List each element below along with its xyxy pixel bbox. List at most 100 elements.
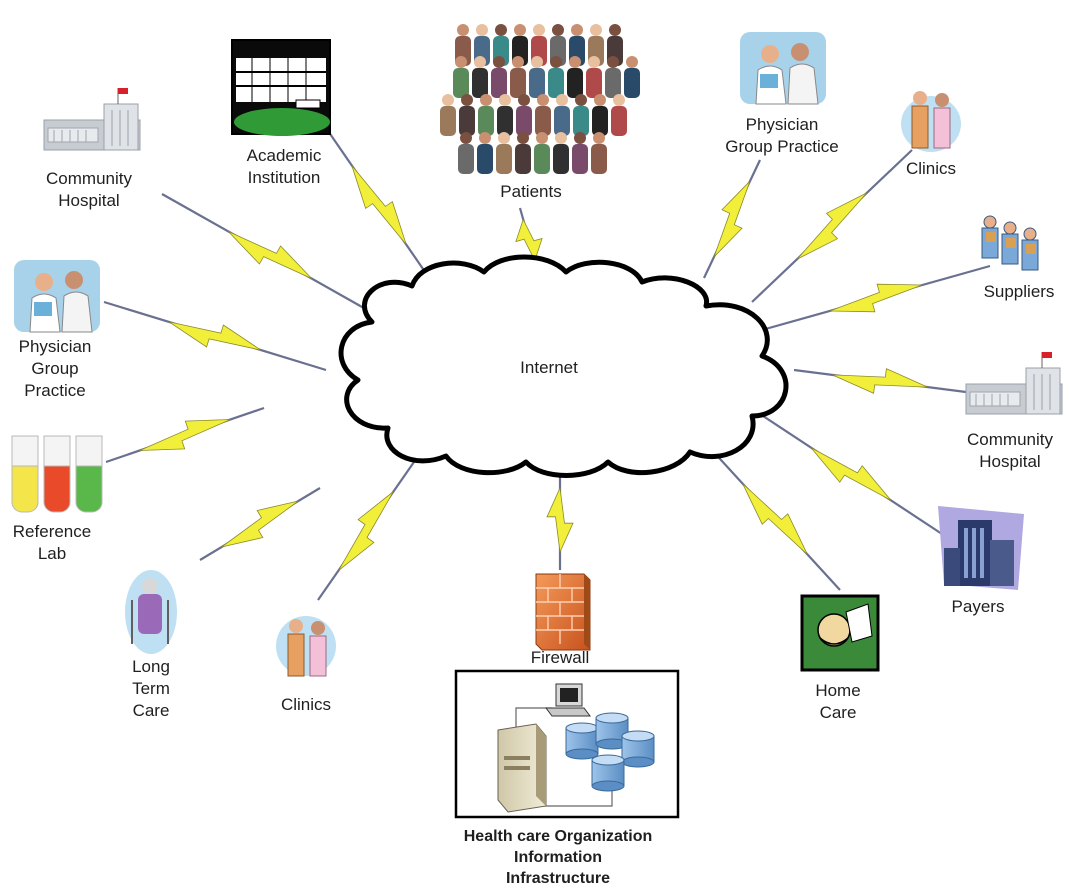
- bolt-community-hospital-right: [832, 368, 928, 394]
- home-care-label: Home Care: [815, 681, 861, 722]
- patient-head: [460, 132, 472, 144]
- patient-head: [495, 24, 507, 36]
- patient-head: [480, 94, 492, 106]
- computer-icon: [545, 683, 591, 717]
- bolt-community-hospital-left: [227, 231, 313, 279]
- patient-body: [477, 144, 493, 174]
- long-term-care-label: Long Term Care: [132, 657, 170, 720]
- patient-body: [529, 68, 545, 98]
- patient-head: [626, 56, 638, 68]
- suppliers-label: Suppliers: [983, 282, 1055, 301]
- patient-head: [555, 132, 567, 144]
- patient-body: [605, 68, 621, 98]
- patient-head: [613, 94, 625, 106]
- patient-body: [548, 68, 564, 98]
- patient-body: [534, 144, 550, 174]
- hco-label: Health care Organization Information Inf…: [463, 828, 653, 887]
- academic-institution-icon: [231, 39, 331, 136]
- physician-group-left-icon: [14, 260, 100, 333]
- bolt-payers: [810, 447, 892, 501]
- bolt-physician-group-right: [713, 180, 751, 258]
- patient-head: [550, 56, 562, 68]
- patient-head: [455, 56, 467, 68]
- physician-group-left-label: Physician Group Practice: [18, 337, 92, 400]
- patient-body: [586, 68, 602, 98]
- patient-head: [556, 94, 568, 106]
- clinics-bottom-icon: [276, 616, 336, 677]
- physician-group-right-label: Physician Group Practice: [725, 115, 839, 156]
- patient-head: [499, 94, 511, 106]
- patient-head: [609, 24, 621, 36]
- patient-head: [442, 94, 454, 106]
- patient-head: [552, 24, 564, 36]
- patient-body: [554, 106, 570, 136]
- firewall-label: Firewall: [530, 648, 590, 667]
- bolt-suppliers: [829, 283, 923, 313]
- bolt-academic-institution: [351, 165, 407, 245]
- patient-body: [572, 144, 588, 174]
- patient-head: [590, 24, 602, 36]
- bolt-reference-lab: [139, 419, 231, 451]
- patient-head: [493, 56, 505, 68]
- patient-body: [496, 144, 512, 174]
- bolt-clinics-bottom: [338, 491, 394, 571]
- suppliers-icon: [981, 215, 1039, 271]
- patient-head: [593, 132, 605, 144]
- reference-lab-label: Reference Lab: [12, 522, 92, 563]
- patient-head: [518, 94, 530, 106]
- patient-body: [497, 106, 513, 136]
- patient-head: [514, 24, 526, 36]
- patients-label: Patients: [500, 182, 562, 201]
- patient-head: [476, 24, 488, 36]
- clinics-top-right-label: Clinics: [905, 159, 957, 178]
- bolt-long-term-care: [221, 500, 299, 548]
- reference-lab-icon: [11, 435, 103, 513]
- patient-head: [479, 132, 491, 144]
- patient-body: [459, 106, 475, 136]
- patient-body: [591, 144, 607, 174]
- internet-label: Internet: [520, 358, 578, 377]
- database-icon: [565, 712, 655, 792]
- patient-body: [515, 144, 531, 174]
- academic-institution-label: Academic Institution: [246, 146, 322, 187]
- firewall-icon: [535, 573, 591, 651]
- clinics-top-right-icon: [901, 91, 961, 152]
- patient-body: [592, 106, 608, 136]
- patient-body: [553, 144, 569, 174]
- long-term-care-icon: [125, 570, 177, 654]
- patient-head: [607, 56, 619, 68]
- patient-body: [535, 106, 551, 136]
- physician-group-right-icon: [740, 32, 826, 105]
- patient-body: [458, 144, 474, 174]
- patient-body: [491, 68, 507, 98]
- patient-head: [498, 132, 510, 144]
- patient-head: [537, 94, 549, 106]
- patient-head: [474, 56, 486, 68]
- network-links: [103, 127, 991, 601]
- patient-head: [536, 132, 548, 144]
- bolt-clinics-top-right: [796, 192, 868, 260]
- patient-head: [512, 56, 524, 68]
- patient-head: [594, 94, 606, 106]
- community-hospital-right-icon: [965, 352, 1063, 415]
- payers-label: Payers: [951, 597, 1005, 616]
- patient-body: [573, 106, 589, 136]
- patient-head: [571, 24, 583, 36]
- bolt-firewall: [546, 486, 574, 554]
- patient-body: [472, 68, 488, 98]
- patient-head: [517, 132, 529, 144]
- patient-head: [531, 56, 543, 68]
- community-hospital-left-label: Community Hospital: [46, 169, 132, 210]
- patient-head: [457, 24, 469, 36]
- home-care-icon: [800, 594, 880, 672]
- patient-head: [588, 56, 600, 68]
- patient-head: [574, 132, 586, 144]
- patient-head: [533, 24, 545, 36]
- bolt-patients: [515, 218, 543, 262]
- internet-cloud: [338, 254, 789, 478]
- patient-body: [478, 106, 494, 136]
- patient-head: [569, 56, 581, 68]
- hco-infrastructure-box: [454, 669, 680, 819]
- patient-body: [567, 68, 583, 98]
